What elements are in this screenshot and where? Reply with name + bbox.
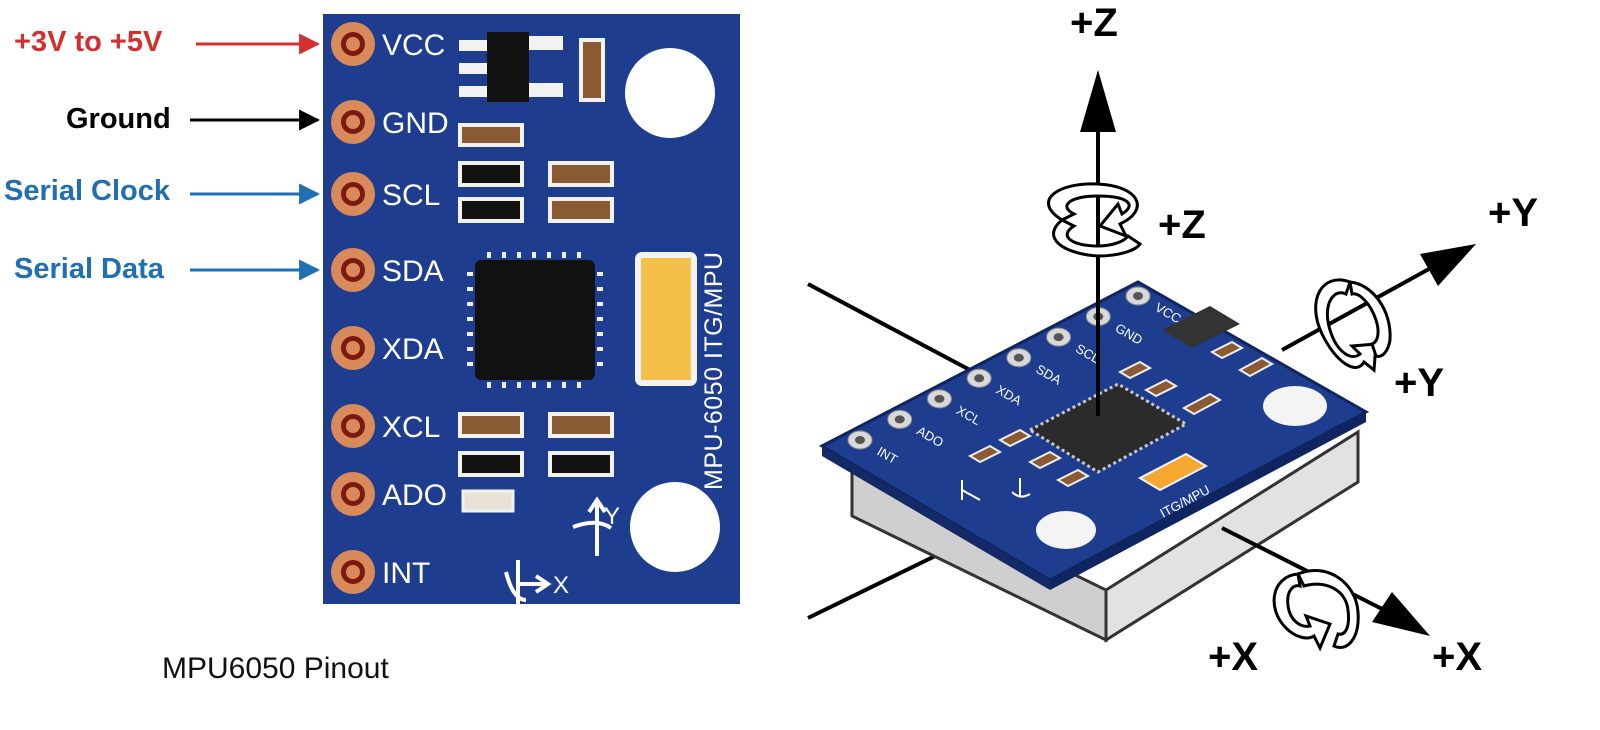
z-rotation-label: +Z [1158, 203, 1206, 247]
pin-ado: ADO [331, 472, 447, 516]
pin-label-ado: ADO [382, 479, 447, 512]
pin-gnd: GND [331, 100, 449, 144]
capacitor [548, 451, 614, 477]
resistor [458, 412, 524, 438]
pinout-caption: MPU6050 Pinout [162, 652, 389, 685]
resistor [548, 161, 614, 187]
resistor [458, 123, 524, 147]
resistor [579, 38, 605, 102]
resistor [548, 197, 614, 223]
resistor [461, 489, 515, 513]
pinout-panel: MPU-6050 ITG/MPU VCC GND SCL SDA XDA XCL ADO IN… [4, 14, 740, 685]
y-rotation-label: +Y [1394, 361, 1444, 405]
z-axis-arrowhead [1080, 70, 1116, 132]
pin-label-scl: SCL [382, 179, 440, 212]
capacitor [458, 197, 524, 223]
y-axis-arrowhead [1420, 244, 1476, 286]
pin-vcc: VCC [331, 22, 445, 66]
x-axis-arrowhead [1372, 592, 1430, 636]
annotation-vcc: +3V to +5V [14, 26, 163, 58]
x-rotation-arrow [1272, 568, 1360, 652]
annotation-serial-data: Serial Data [14, 253, 165, 285]
pin-annotations: +3V to +5V Ground Serial Clock Serial Da… [4, 26, 321, 285]
pin-label-vcc: VCC [382, 29, 445, 62]
x-rotation-label: +X [1208, 635, 1258, 679]
board-axis-x-label: X [553, 572, 569, 599]
pin-label-gnd: GND [382, 107, 449, 140]
mpu6050-chip [467, 252, 603, 388]
mounting-hole [625, 48, 715, 138]
board-axis-indicator [504, 496, 613, 604]
pin-scl: SCL [331, 172, 440, 216]
z-axis-label: +Z [1070, 1, 1118, 45]
annotation-serial-clock: Serial Clock [4, 175, 171, 207]
chip-label: MPU-6050 ITG/MPU [700, 251, 728, 490]
pin-label-xda: XDA [382, 333, 444, 366]
x-axis-label: +X [1432, 635, 1482, 679]
board-axis-indicator-3d [961, 478, 1031, 501]
pin3d-xda: XDA [966, 368, 1025, 408]
z-rotation-arrow [1047, 182, 1143, 258]
capacitor [458, 451, 524, 477]
y-axis-line [1281, 262, 1439, 352]
pin-sda: SDA [331, 248, 444, 292]
capacitor [458, 161, 524, 187]
tantalum-capacitor-3d [1137, 452, 1209, 492]
pin-label-sda: SDA [382, 255, 444, 288]
mounting-hole [1263, 386, 1327, 426]
y-rotation-arrow [1314, 278, 1392, 373]
regulator-3d [1162, 306, 1240, 348]
tantalum-capacitor [635, 252, 697, 386]
mounting-hole [1036, 511, 1096, 549]
y-axis-label: +Y [1488, 191, 1538, 235]
pin-label-int: INT [382, 557, 430, 590]
header-pins: VCC GND SCL SDA XDA XCL ADO INT [331, 22, 449, 594]
resistor [548, 412, 614, 438]
mpu6050-chip-3d [1026, 382, 1190, 474]
pin-int: INT [331, 550, 430, 594]
board-axis-y-label: Y [604, 503, 620, 530]
x-axis-back-line [807, 282, 986, 380]
annotation-ground: Ground [66, 103, 171, 135]
base-block-side [1104, 429, 1360, 643]
mounting-hole [630, 482, 720, 572]
smd-components-3d [967, 340, 1275, 488]
pin-label-xcl: XCL [382, 411, 440, 444]
pin-xcl: XCL [331, 404, 440, 448]
voltage-regulator [487, 32, 529, 102]
pin-xda: XDA [331, 326, 444, 370]
